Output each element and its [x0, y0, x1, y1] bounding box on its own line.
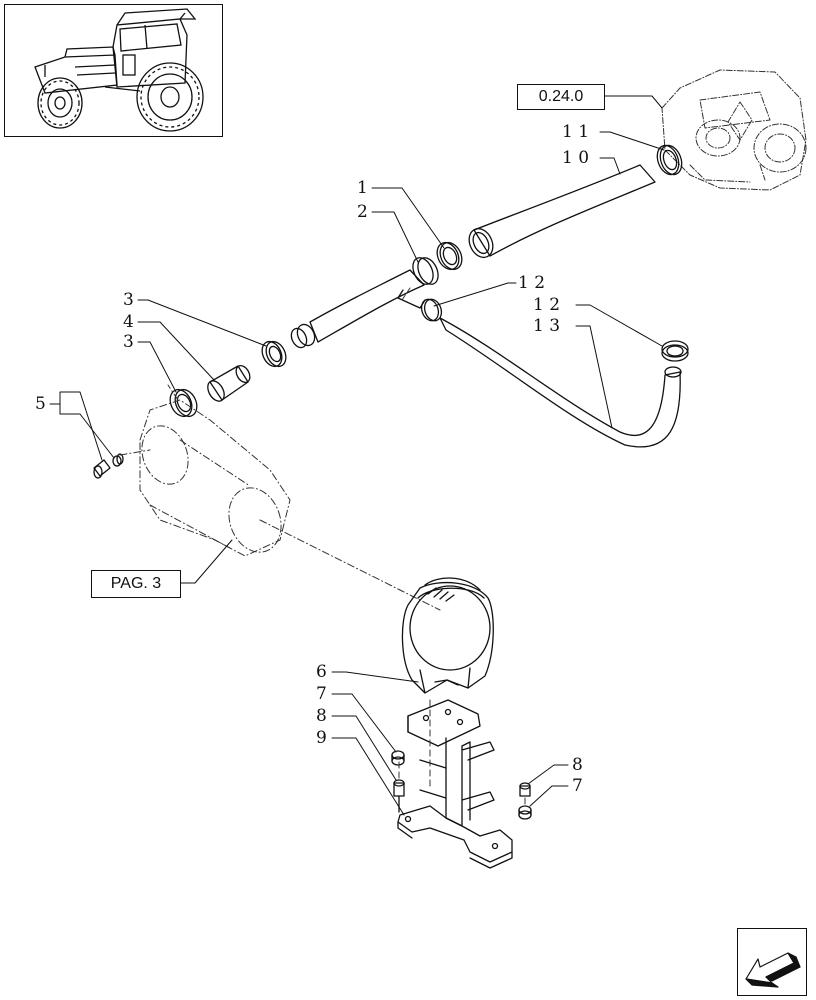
hose-13 [439, 317, 682, 448]
callout-3-upper: 3 [123, 290, 134, 310]
clamp-3a [261, 340, 287, 368]
reference-box-page[interactable]: PAG. 3 [91, 570, 181, 598]
clamp-3b [169, 388, 198, 418]
bracket-9 [397, 699, 513, 869]
parts-5 [93, 453, 124, 479]
clamp-11 [656, 144, 683, 176]
bolt-8a [393, 779, 405, 813]
callout-4: 4 [123, 312, 134, 332]
next-page-button[interactable] [737, 928, 807, 996]
hose-10 [468, 164, 656, 259]
callout-3-lower: 3 [123, 332, 134, 352]
callout-1: 1 [357, 178, 368, 198]
callout-7-left: 7 [316, 684, 327, 704]
callout-9: 9 [316, 728, 327, 748]
pipe-2 [290, 257, 439, 349]
clamp-12a [420, 298, 443, 322]
callout-13: 1 3 [533, 316, 561, 336]
bolt-8b [519, 782, 531, 797]
leader-lines [49, 95, 665, 816]
callout-12-upper: 1 2 [518, 273, 546, 293]
clamp-12b [661, 340, 689, 362]
sleeve-4 [207, 364, 251, 402]
callout-12-lower: 1 2 [533, 295, 561, 315]
callout-5: 5 [35, 394, 46, 414]
air-cleaner-ghost [119, 384, 441, 611]
next-page-arrow-icon [745, 952, 801, 988]
tractor-icon [34, 8, 204, 132]
strap-6 [401, 577, 494, 694]
callout-7-right: 7 [572, 776, 583, 796]
callout-10: 1 0 [562, 148, 590, 168]
callout-6: 6 [316, 662, 327, 682]
callout-2: 2 [357, 202, 368, 222]
callout-8-right: 8 [572, 755, 583, 775]
washer-7a [391, 750, 405, 766]
clamp-1 [436, 241, 463, 271]
reference-box-top[interactable]: 0.24.0 [517, 84, 605, 110]
callout-11: 1 1 [562, 122, 590, 142]
washer-7b [518, 805, 532, 820]
callout-8-left: 8 [316, 706, 327, 726]
engine-ghost-outline [661, 69, 807, 191]
tractor-thumbnail [4, 4, 223, 137]
